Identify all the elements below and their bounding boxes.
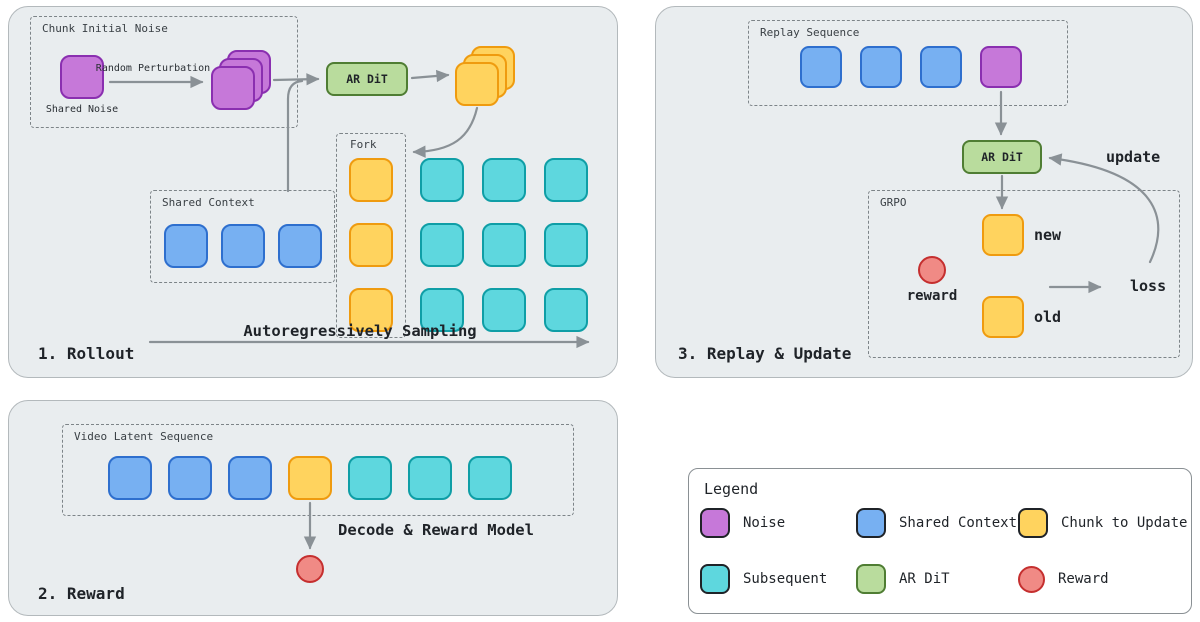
ardit-box-rollout: AR DiT [326,62,408,96]
subsequent-chunk-r1c3 [544,158,588,202]
ardit-box-replay: AR DiT [962,140,1042,174]
ardit-label-rollout: AR DiT [346,72,388,86]
shared-noise-label: Shared Noise [45,104,119,115]
legend-item-label: Noise [743,515,786,531]
legend-item-chunk-to-update: Chunk to Update [1018,508,1187,538]
chunk-to-update-swatch-icon [1018,508,1048,538]
new-chunk [982,214,1024,256]
latent-context-chunk-3 [228,456,272,500]
grpo-label: GRPO [880,196,907,209]
legend-item-label: Chunk to Update [1061,515,1188,531]
reward-label: reward [906,288,958,304]
replay-context-chunk-1 [800,46,842,88]
latent-subsequent-chunk-1 [348,456,392,500]
noise-swatch-icon [700,508,730,538]
reward-circle-decode [296,555,324,583]
output-stack-chunk-front [455,62,499,106]
legend-item-ardit: AR DiT [856,564,950,594]
chunk-initial-noise-label: Chunk Initial Noise [42,22,168,35]
latent-subsequent-chunk-3 [468,456,512,500]
fork-label: Fork [350,138,377,151]
old-label: old [1034,308,1062,326]
rollout-title: 1. Rollout [38,344,135,363]
shared-context-box [150,190,335,283]
replay-context-chunk-3 [920,46,962,88]
ardit-swatch-icon [856,564,886,594]
legend-item-label: Shared Context [899,515,1018,531]
loss-label: loss [1130,277,1167,295]
subsequent-chunk-r2c3 [544,223,588,267]
shared-context-swatch-icon [856,508,886,538]
legend-item-label: Reward [1058,571,1109,587]
legend-item-shared-context: Shared Context [856,508,1017,538]
reward-swatch-icon [1018,565,1045,593]
latent-update-chunk [288,456,332,500]
ardit-label-replay: AR DiT [981,150,1023,164]
replay-noise-chunk [980,46,1022,88]
reward-title: 2. Reward [38,584,125,603]
subsequent-swatch-icon [700,564,730,594]
grpo-box [868,190,1180,358]
fork-chunk-1 [349,158,393,202]
update-label: update [1106,148,1161,166]
subsequent-chunk-r3c2 [482,288,526,332]
subsequent-chunk-r2c2 [482,223,526,267]
shared-noise-chunk [60,55,104,99]
subsequent-chunk-r2c1 [420,223,464,267]
legend-item-label: AR DiT [899,571,950,587]
replay-update-title: 3. Replay & Update [678,344,852,363]
subsequent-chunk-r3c1 [420,288,464,332]
fork-box [336,133,406,338]
subsequent-chunk-r3c3 [544,288,588,332]
replay-sequence-box [748,20,1068,106]
fork-chunk-2 [349,223,393,267]
context-chunk-2 [221,224,265,268]
legend-item-reward: Reward [1018,564,1109,594]
latent-context-chunk-2 [168,456,212,500]
random-perturbation-label: Random Perturbation [95,63,211,74]
shared-context-label: Shared Context [162,196,255,209]
decode-reward-model-label: Decode & Reward Model [338,521,534,539]
noise-stack-chunk-front [211,66,255,110]
legend-item-label: Subsequent [743,571,828,587]
replay-context-chunk-2 [860,46,902,88]
latent-subsequent-chunk-2 [408,456,452,500]
legend-item-subsequent: Subsequent [700,564,827,594]
context-chunk-3 [278,224,322,268]
replay-sequence-label: Replay Sequence [760,26,860,39]
new-label: new [1034,226,1062,244]
video-latent-sequence-label: Video Latent Sequence [74,430,214,443]
fork-chunk-3 [349,288,393,332]
legend-panel [688,468,1192,614]
chunk-initial-noise-box [30,16,298,128]
reward-circle-grpo [918,256,946,284]
subsequent-chunk-r1c1 [420,158,464,202]
legend-title: Legend [704,480,759,498]
video-latent-sequence-box [62,424,574,516]
old-chunk [982,296,1024,338]
context-chunk-1 [164,224,208,268]
latent-context-chunk-1 [108,456,152,500]
subsequent-chunk-r1c2 [482,158,526,202]
legend-item-noise: Noise [700,508,785,538]
autoregressive-sampling-label: Autoregressively Sampling [243,322,477,340]
